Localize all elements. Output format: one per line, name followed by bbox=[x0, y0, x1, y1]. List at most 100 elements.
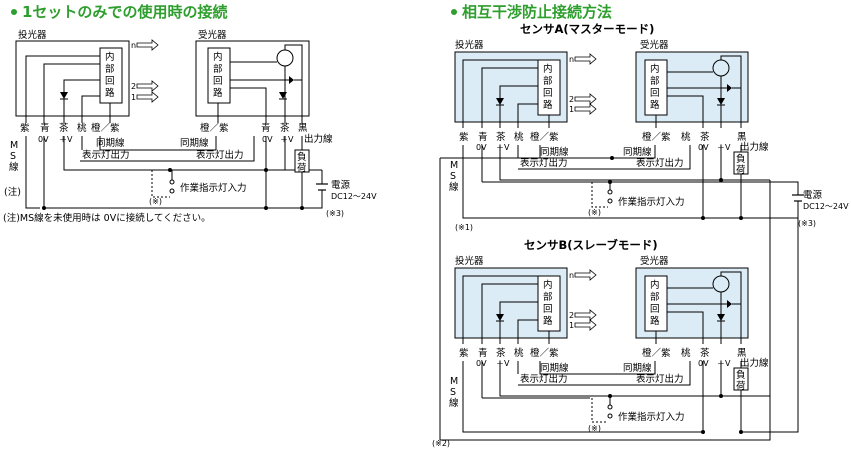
svg-text:路: 路 bbox=[543, 315, 553, 327]
a-emitter-label: 投光器 bbox=[455, 39, 484, 51]
svg-text:部: 部 bbox=[105, 63, 115, 75]
svg-text:電源: 電源 bbox=[803, 190, 823, 201]
svg-text:作業指示灯入力: 作業指示灯入力 bbox=[180, 182, 247, 194]
svg-text:同期線: 同期線 bbox=[96, 137, 125, 149]
svg-text:出力線: 出力線 bbox=[740, 357, 769, 369]
b-emitter-label: 投光器 bbox=[455, 255, 484, 267]
left-external-wiring: 負 荷 電源 DC12～24V (※3) 作業指示灯入力 (※) bbox=[25, 136, 377, 218]
svg-text:内: 内 bbox=[543, 63, 553, 75]
svg-text:荷: 荷 bbox=[297, 163, 307, 174]
svg-text:回: 回 bbox=[213, 76, 223, 87]
left-emitter-label: 投光器 bbox=[18, 29, 47, 41]
svg-text:内: 内 bbox=[213, 51, 223, 63]
svg-text:＋V: ＋V bbox=[717, 143, 731, 152]
svg-text:2: 2 bbox=[569, 311, 574, 320]
svg-text:出力線: 出力線 bbox=[304, 133, 333, 145]
svg-text:＋V: ＋V bbox=[717, 359, 731, 368]
svg-text:n: n bbox=[569, 271, 574, 280]
left-wire-labels: 紫 青 茶 桃 橙／紫 橙／紫 青 茶 黒 0V ＋V 0V ＋V 出力線 同期… bbox=[4, 122, 333, 198]
svg-text:＋V: ＋V bbox=[280, 135, 294, 144]
title-bullet-right bbox=[451, 9, 457, 15]
svg-text:線: 線 bbox=[9, 161, 19, 173]
svg-text:表示灯出力: 表示灯出力 bbox=[636, 373, 684, 385]
svg-text:回: 回 bbox=[105, 76, 115, 87]
svg-text:回: 回 bbox=[543, 88, 553, 99]
svg-text:橙／紫: 橙／紫 bbox=[91, 122, 120, 134]
svg-text:線: 線 bbox=[449, 397, 459, 409]
svg-text:出力線: 出力線 bbox=[740, 141, 769, 153]
svg-text:青: 青 bbox=[478, 131, 488, 143]
svg-text:表示灯出力: 表示灯出力 bbox=[520, 157, 568, 169]
left-receiver-circuit bbox=[207, 47, 231, 104]
svg-text:部: 部 bbox=[213, 63, 223, 75]
svg-text:1: 1 bbox=[131, 93, 136, 102]
svg-text:茶: 茶 bbox=[496, 131, 506, 143]
svg-text:同期線: 同期線 bbox=[623, 362, 652, 374]
svg-text:桃: 桃 bbox=[681, 131, 691, 143]
svg-text:表示灯出力: 表示灯出力 bbox=[520, 373, 568, 385]
svg-text:M: M bbox=[450, 376, 458, 387]
svg-text:回: 回 bbox=[650, 304, 660, 315]
svg-text:(※): (※) bbox=[149, 197, 162, 206]
svg-text:(※2): (※2) bbox=[432, 439, 450, 448]
svg-text:＋V: ＋V bbox=[496, 359, 510, 368]
svg-text:青: 青 bbox=[40, 122, 50, 134]
svg-text:(※): (※) bbox=[588, 424, 601, 433]
svg-text:桃: 桃 bbox=[514, 131, 524, 143]
svg-text:負: 負 bbox=[736, 153, 746, 165]
svg-text:内: 内 bbox=[543, 279, 553, 291]
svg-text:橙／紫: 橙／紫 bbox=[642, 347, 671, 359]
svg-text:茶: 茶 bbox=[280, 122, 290, 134]
sensor-a-title: センサA(マスターモード) bbox=[520, 22, 654, 36]
svg-text:0V: 0V bbox=[698, 143, 709, 152]
svg-text:内: 内 bbox=[105, 51, 115, 63]
svg-text:表示灯出力: 表示灯出力 bbox=[82, 149, 130, 161]
svg-text:部: 部 bbox=[543, 75, 553, 87]
left-emitter-circuit bbox=[99, 47, 123, 104]
svg-text:荷: 荷 bbox=[736, 165, 746, 176]
svg-text:1: 1 bbox=[569, 321, 574, 330]
svg-text:S: S bbox=[450, 387, 456, 398]
svg-text:n: n bbox=[131, 41, 136, 50]
svg-text:表示灯出力: 表示灯出力 bbox=[196, 149, 244, 161]
svg-text:M: M bbox=[10, 140, 18, 151]
svg-text:部: 部 bbox=[543, 291, 553, 303]
left-footnote: (注)MS線を未使用時は 0Vに接続してください。 bbox=[3, 212, 211, 224]
left-receiver-label: 受光器 bbox=[198, 29, 227, 41]
svg-text:n: n bbox=[569, 55, 574, 64]
svg-text:橙／紫: 橙／紫 bbox=[530, 347, 559, 359]
a-external-wiring: 負 荷 電源 DC12～24V (※3) (※1) 作業指示灯入力 (※) bbox=[439, 145, 849, 441]
svg-text:路: 路 bbox=[650, 315, 660, 327]
a-receiver-label: 受光器 bbox=[640, 39, 669, 51]
svg-text:(※1): (※1) bbox=[455, 223, 473, 232]
sensor-b-title: センサB(スレーブモード) bbox=[524, 238, 658, 252]
svg-text:0V: 0V bbox=[698, 359, 709, 368]
b-receiver-label: 受光器 bbox=[640, 255, 669, 267]
svg-text:S: S bbox=[10, 151, 16, 162]
svg-text:桃: 桃 bbox=[681, 347, 691, 359]
svg-text:S: S bbox=[450, 171, 456, 182]
svg-text:同期線: 同期線 bbox=[540, 146, 569, 158]
left-emitter: 内 部 回 路 n 2 1 bbox=[15, 39, 159, 123]
left-receiver: 内 部 回 路 bbox=[195, 40, 310, 123]
svg-text:紫: 紫 bbox=[20, 123, 30, 134]
svg-text:紫: 紫 bbox=[459, 132, 469, 143]
svg-text:同期線: 同期線 bbox=[623, 146, 652, 158]
svg-text:1: 1 bbox=[569, 105, 574, 114]
svg-text:路: 路 bbox=[543, 99, 553, 111]
svg-text:負: 負 bbox=[736, 369, 746, 381]
svg-text:(※3): (※3) bbox=[326, 209, 344, 218]
svg-text:内: 内 bbox=[650, 279, 660, 291]
svg-text:2: 2 bbox=[569, 95, 574, 104]
svg-text:部: 部 bbox=[650, 75, 660, 87]
svg-text:部: 部 bbox=[650, 291, 660, 303]
svg-text:茶: 茶 bbox=[496, 347, 506, 359]
svg-text:回: 回 bbox=[650, 88, 660, 99]
svg-text:DC12～24V: DC12～24V bbox=[803, 202, 849, 211]
svg-text:茶: 茶 bbox=[59, 122, 69, 134]
b-receiver: 内 部 回 路 bbox=[635, 267, 749, 344]
svg-text:作業指示灯入力: 作業指示灯入力 bbox=[618, 196, 685, 208]
svg-text:黒: 黒 bbox=[298, 123, 308, 134]
a-receiver: 内 部 回 路 bbox=[635, 51, 749, 128]
